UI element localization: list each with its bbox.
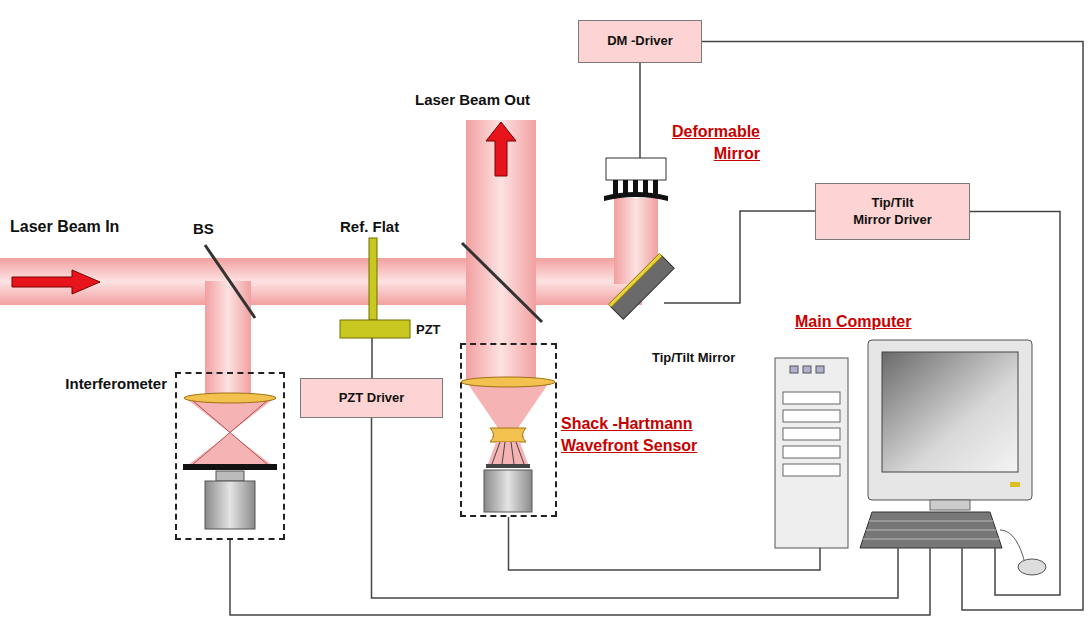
key-row [869, 521, 993, 522]
tower-led [816, 366, 824, 373]
ray-line [192, 400, 268, 465]
part-label: BS [193, 220, 214, 238]
part-label: Laser Beam Out [415, 91, 530, 109]
part-label: Deformable Mirror [645, 121, 760, 164]
pzt-actuator [340, 320, 410, 338]
focused-beam [188, 400, 272, 433]
ref-flat-plate [369, 238, 377, 320]
reference-flat [340, 238, 410, 378]
dm-wire [639, 63, 641, 158]
driver-box: Tip/Tilt Mirror Driver [815, 183, 970, 240]
tower-led [790, 366, 798, 373]
ray-line [502, 442, 505, 464]
box-label: DM -Driver [607, 33, 673, 50]
group-heading: Interferometer [65, 375, 167, 392]
part-label: Tip/Tilt Mirror [652, 350, 735, 366]
computer-group: Main Computer [770, 310, 1040, 548]
group-heading: Main Computer [795, 311, 911, 333]
beam-horizontal [0, 258, 642, 305]
focused-beam [468, 384, 548, 428]
laser-beams [0, 120, 658, 397]
camera-neck [216, 471, 244, 481]
mirror-mount [611, 256, 675, 320]
drive-bay [783, 446, 840, 458]
monitor [868, 340, 1032, 500]
box-label: PZT Driver [339, 390, 405, 407]
beam-to-interferometer [205, 281, 251, 397]
ray-line [192, 400, 268, 465]
diverging-beam [188, 433, 272, 465]
interferometer-optics [183, 393, 277, 529]
collimated-beam [488, 442, 528, 464]
beam-splitter [462, 243, 542, 322]
tip-tilt-wire [664, 211, 815, 303]
lens [461, 377, 555, 387]
drive-bay [783, 464, 840, 476]
actuator [643, 180, 648, 194]
beam-out-arrow [486, 122, 516, 176]
interferometer-group: Interferometer [175, 372, 285, 540]
mirror-membrane [604, 192, 668, 201]
key-row [863, 539, 999, 540]
dm-housing [606, 158, 666, 180]
pzt-wire [371, 338, 373, 378]
concave-lens [490, 428, 526, 442]
part-label: Laser Beam In [10, 217, 119, 236]
mouse-cord [1000, 530, 1024, 560]
signal-wire [509, 517, 821, 570]
monitor-stand [930, 500, 970, 510]
camera-body [205, 481, 255, 529]
beam-splitter [205, 245, 255, 318]
drive-bay [783, 392, 840, 404]
tip-tilt-mirror [608, 253, 674, 319]
keyboard [860, 512, 1002, 548]
computer-tower [775, 358, 848, 548]
signal-wire [970, 212, 1060, 596]
lens [184, 393, 276, 403]
drive-bay [783, 428, 840, 440]
camera-body [484, 470, 532, 512]
beam-in-arrow [12, 270, 100, 294]
signal-wire [230, 540, 930, 615]
tower-led [803, 366, 811, 373]
key-row [866, 530, 996, 531]
deformable-mirror [604, 63, 668, 201]
driver-box: PZT Driver [300, 378, 443, 418]
wavefront-sensor-optics [461, 377, 555, 512]
screen-plate [183, 464, 277, 470]
driver-box: DM -Driver [578, 20, 702, 63]
ray-line [492, 442, 500, 464]
part-label: PZT [416, 322, 441, 338]
monitor-button [1010, 482, 1020, 487]
actuator [623, 180, 628, 194]
group-heading: Shack -Hartmann Wavefront Sensor [561, 413, 711, 456]
monitor-screen [882, 352, 1018, 472]
mirror-face [608, 253, 662, 307]
ray-line [511, 442, 514, 464]
ray-line [516, 442, 524, 464]
lenslet-array [486, 464, 530, 468]
actuator [633, 180, 638, 193]
actuator [613, 180, 618, 195]
drive-bay [783, 410, 840, 422]
mouse [1018, 559, 1046, 575]
part-label: Ref. Flat [340, 218, 399, 236]
actuator [653, 180, 658, 195]
box-label: Tip/Tilt Mirror Driver [852, 195, 934, 229]
computer-illustration [775, 340, 1046, 575]
wavefront-sensor-group: Shack -Hartmann Wavefront Sensor [460, 343, 557, 517]
